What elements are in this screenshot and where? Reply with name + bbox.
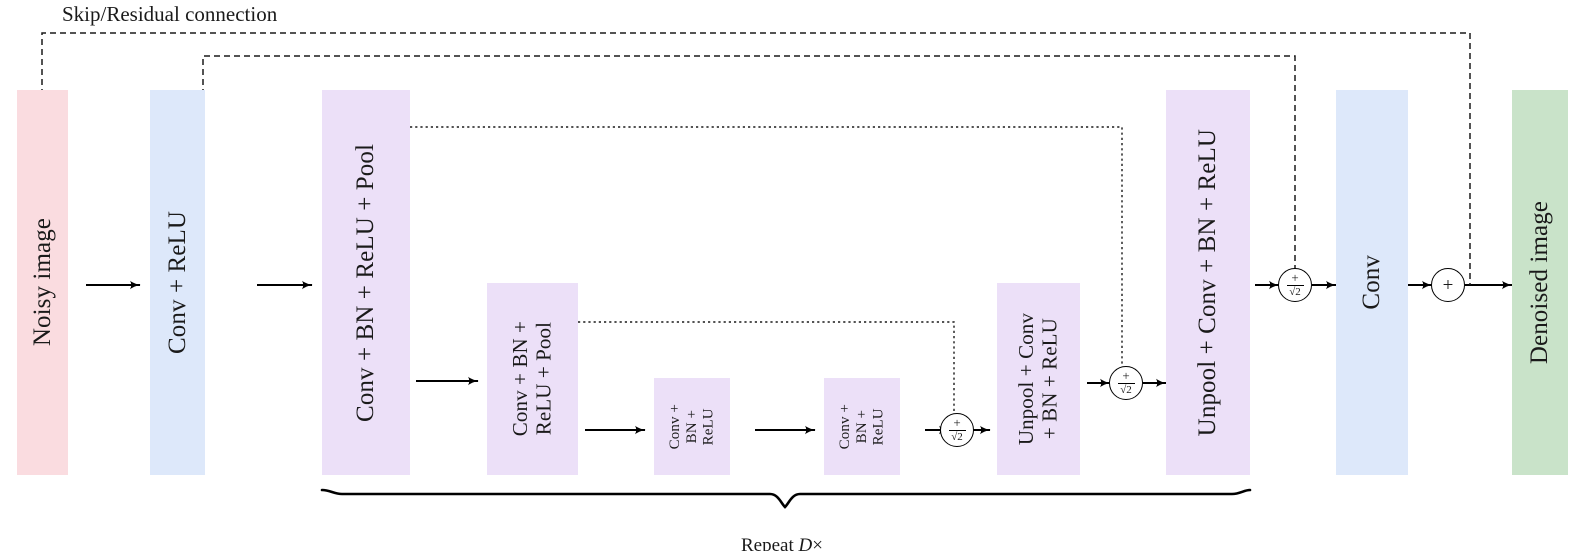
block-encoder-2[interactable]: Conv + BN + ReLU + Pool bbox=[487, 283, 578, 475]
operator-denominator: √2 bbox=[1289, 285, 1301, 298]
scaled-sum-glyph: + √2 bbox=[1286, 270, 1304, 298]
repeat-group-label: Repeat D× bbox=[722, 513, 823, 551]
operator-merge-bottleneck[interactable]: + √2 bbox=[940, 413, 974, 447]
plus-glyph: + bbox=[1442, 274, 1454, 296]
operator-numerator: + bbox=[1122, 368, 1130, 384]
operator-denominator: √2 bbox=[1120, 383, 1132, 396]
block-denoised-image[interactable]: Denoised image bbox=[1512, 90, 1568, 475]
operator-numerator: + bbox=[953, 415, 961, 431]
operator-merge-decoder-2[interactable]: + √2 bbox=[1278, 268, 1312, 302]
block-bottleneck-1[interactable]: Conv + BN + ReLU bbox=[654, 378, 730, 475]
fraction-bar bbox=[1286, 284, 1304, 286]
block-label: Conv + BN + ReLU bbox=[666, 403, 717, 450]
block-decoder-1[interactable]: Unpool + Conv + BN + ReLU bbox=[997, 283, 1080, 475]
block-label: Conv bbox=[1358, 255, 1385, 310]
operator-denominator: √2 bbox=[951, 430, 963, 443]
block-label: Conv + BN + ReLU + Pool bbox=[352, 143, 379, 422]
block-decoder-2[interactable]: Unpool + Conv + BN + ReLU bbox=[1166, 90, 1250, 475]
repeat-suffix: × bbox=[812, 535, 823, 551]
repeat-brace bbox=[320, 488, 1252, 509]
block-final-conv[interactable]: Conv bbox=[1336, 90, 1408, 475]
block-label: Unpool + Conv + BN + ReLU bbox=[1194, 128, 1221, 437]
fraction-bar bbox=[948, 429, 966, 431]
block-conv-relu[interactable]: Conv + ReLU bbox=[150, 90, 205, 475]
fraction-bar bbox=[1117, 382, 1135, 384]
block-encoder-1[interactable]: Conv + BN + ReLU + Pool bbox=[322, 90, 410, 475]
skip-connection-label: Skip/Residual connection bbox=[62, 2, 278, 26]
scaled-sum-glyph: + √2 bbox=[1117, 368, 1135, 396]
operator-residual-add[interactable]: + bbox=[1431, 268, 1465, 302]
block-label: Noisy image bbox=[28, 218, 56, 347]
scaled-sum-glyph: + √2 bbox=[948, 415, 966, 443]
operator-merge-decoder-1[interactable]: + √2 bbox=[1109, 366, 1143, 400]
block-label: Conv + BN + ReLU + Pool bbox=[507, 321, 556, 437]
block-bottleneck-2[interactable]: Conv + BN + ReLU bbox=[824, 378, 900, 475]
block-label: Denoised image bbox=[1526, 200, 1553, 365]
operator-numerator: + bbox=[1291, 270, 1299, 286]
block-label: Conv + ReLU bbox=[163, 211, 191, 354]
block-label: Unpool + Conv + BN + ReLU bbox=[1013, 312, 1062, 446]
block-label: Conv + BN + ReLU bbox=[836, 403, 887, 450]
repeat-depth-symbol: D bbox=[798, 535, 813, 551]
repeat-prefix: Repeat bbox=[741, 535, 799, 551]
skip-connection-outer bbox=[41, 32, 1471, 285]
block-noisy-image[interactable]: Noisy image bbox=[17, 90, 68, 475]
